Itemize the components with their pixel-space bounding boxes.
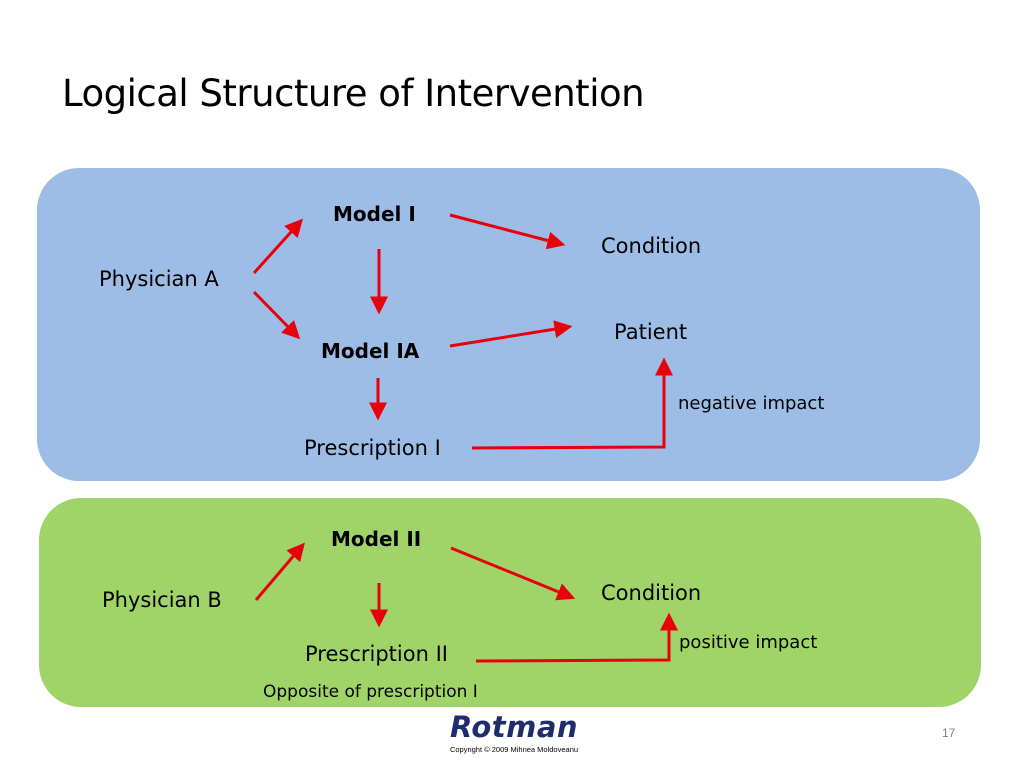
page-number: 17 <box>942 726 956 740</box>
arrow-model-ia-to-patient <box>449 320 573 348</box>
label-positive-impact: positive impact <box>679 632 818 653</box>
panel-physician-b <box>39 498 981 707</box>
node-condition-b: Condition <box>601 581 702 605</box>
arrow-physician-a-to-model-ia <box>252 290 301 340</box>
node-physician-a: Physician A <box>99 267 219 291</box>
slide-title: Logical Structure of Intervention <box>62 72 645 115</box>
label-negative-impact: negative impact <box>678 393 825 414</box>
label-opposite-note: Opposite of prescription I <box>263 682 478 702</box>
node-patient: Patient <box>614 320 688 344</box>
node-prescription-i: Prescription I <box>304 436 441 460</box>
arrow-model-ii-to-condition <box>450 546 576 601</box>
node-condition-a: Condition <box>601 234 702 258</box>
node-model-ii: Model II <box>331 527 422 551</box>
arrow-physician-a-to-model-i <box>252 218 304 275</box>
node-model-ia: Model IA <box>321 339 420 363</box>
node-model-i: Model I <box>333 202 416 226</box>
copyright-text: Copyright © 2009 Mihnea Moldoveanu <box>449 745 579 754</box>
panel-physician-a <box>37 168 980 481</box>
arrow-prescription-ii-to-condition <box>475 612 678 663</box>
node-physician-b: Physician B <box>102 588 222 612</box>
arrow-model-i-to-condition <box>449 213 566 250</box>
node-prescription-ii: Prescription II <box>305 642 448 666</box>
arrow-physician-b-to-model-ii <box>254 542 305 601</box>
rotman-logo: Rotman <box>449 710 579 744</box>
arrow-prescription-i-to-patient <box>471 357 673 450</box>
